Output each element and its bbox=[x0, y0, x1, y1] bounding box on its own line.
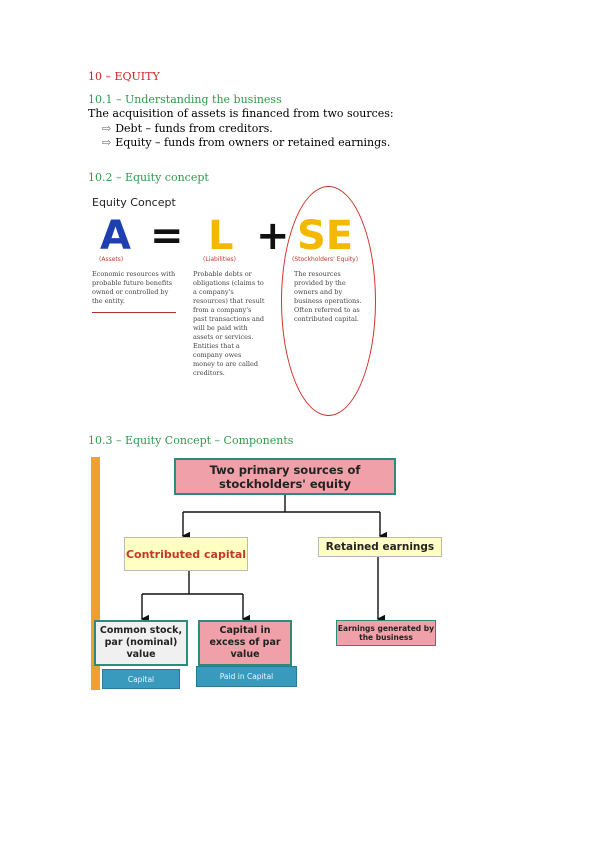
bullet-text: Equity – funds from owners or retained e… bbox=[115, 136, 391, 149]
assets-description: Economic resources with probable future … bbox=[92, 270, 176, 305]
capital-label: Capital bbox=[102, 669, 180, 689]
retained-earnings-box: Retained earnings bbox=[318, 537, 442, 557]
section-text: The acquisition of assets is financed fr… bbox=[88, 107, 394, 120]
contributed-capital-box: Contributed capital bbox=[124, 537, 248, 571]
figure-title: Equity Concept bbox=[92, 196, 176, 209]
plus-sign: + bbox=[256, 213, 290, 259]
divider bbox=[92, 312, 176, 313]
bullet-item: ⇨Debt – funds from creditors. bbox=[102, 122, 273, 135]
paid-in-capital-label: Paid in Capital bbox=[196, 666, 297, 687]
primary-sources-box: Two primary sources of stockholders' equ… bbox=[174, 458, 396, 495]
assets-tag: (Assets) bbox=[99, 256, 124, 263]
assets-letter: A bbox=[100, 213, 131, 259]
accent-bar bbox=[91, 457, 100, 690]
bullet-item: ⇨Equity – funds from owners or retained … bbox=[102, 136, 390, 149]
common-stock-box: Common stock, par (nominal) value bbox=[94, 620, 188, 666]
earnings-generated-box: Earnings generated by the business bbox=[336, 620, 436, 646]
page-heading: 10 – EQUITY bbox=[88, 70, 160, 83]
arrow-icon: ⇨ bbox=[102, 122, 112, 135]
equity-highlight-circle bbox=[281, 186, 376, 416]
section-title-equity-concept: 10.2 – Equity concept bbox=[88, 171, 209, 184]
liabilities-tag: (Liabilities) bbox=[203, 256, 237, 263]
section-title-understanding: 10.1 – Understanding the business bbox=[88, 93, 282, 106]
liabilities-letter: L bbox=[208, 213, 234, 259]
section-title-components: 10.3 – Equity Concept – Components bbox=[88, 434, 294, 447]
equals-sign: = bbox=[150, 213, 184, 259]
bullet-text: Debt – funds from creditors. bbox=[115, 122, 273, 135]
liabilities-description: Probable debts or obligations (claims to… bbox=[193, 270, 265, 377]
arrow-icon: ⇨ bbox=[102, 136, 112, 149]
capital-excess-box: Capital in excess of par value bbox=[198, 620, 292, 666]
